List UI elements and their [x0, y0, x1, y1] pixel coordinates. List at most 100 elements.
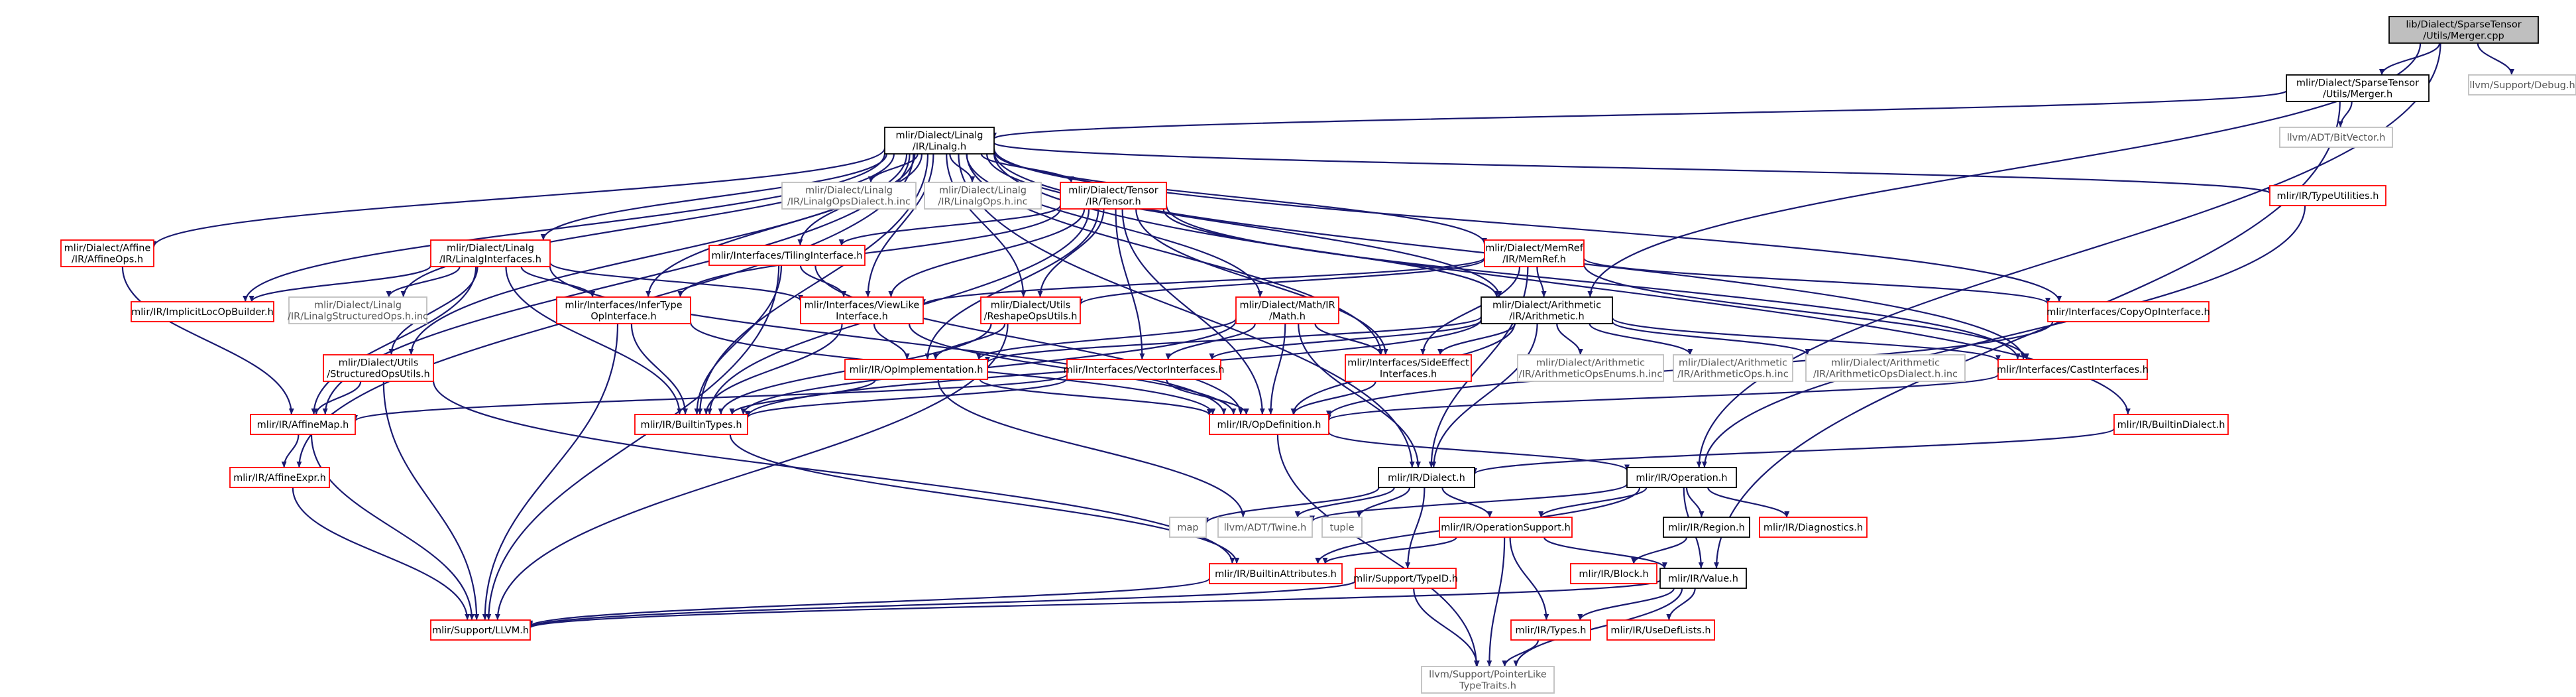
node-operation[interactable]: mlir/IR/Operation.h	[1626, 467, 1737, 488]
node-box	[131, 301, 274, 322]
node-copyop[interactable]: mlir/Interfaces/CopyOpInterface.h	[2046, 301, 2210, 322]
edge-viewlike-to-builtintypes	[703, 323, 843, 415]
node-label: /IR/LinalgOpsDialect.h.inc	[787, 197, 911, 208]
node-box	[1759, 517, 1868, 538]
edge-operation-to-region	[1685, 487, 1705, 518]
node-builtinattrs[interactable]: mlir/IR/BuiltinAttributes.h	[1209, 563, 1343, 584]
node-box	[288, 296, 427, 324]
edge-merger_h-to-linalg_h	[991, 90, 2288, 140]
edge-dialect-to-twine	[1294, 487, 1395, 518]
edge-tensor_h-to-opdef	[1121, 208, 1265, 415]
edge-arith-to-arith_dialect	[1611, 321, 1811, 355]
node-box	[2388, 16, 2539, 44]
edge-opimpl-to-twine	[937, 379, 1246, 518]
edge-structuredutils-to-builtinattrs	[432, 380, 1235, 564]
node-reshapeops[interactable]: mlir/Dialect/Utils/ReshapeOpsUtils.h	[980, 296, 1081, 324]
edge-arith-to-sideeffect	[1437, 323, 1516, 355]
node-label: mlir/Interfaces/SideEffect	[1347, 358, 1469, 369]
edge-linalg_h-to-linalgops_inc	[949, 153, 976, 183]
node-tiling[interactable]: mlir/Interfaces/TilingInterface.h	[708, 245, 866, 266]
node-label: mlir/Dialect/MemRef	[1485, 243, 1584, 254]
node-builtintypes[interactable]: mlir/IR/BuiltinTypes.h	[634, 414, 748, 435]
node-builtindialect[interactable]: mlir/IR/BuiltinDialect.h	[2113, 414, 2229, 435]
node-label: mlir/Interfaces/TilingInterface.h	[712, 251, 863, 261]
node-box	[1570, 563, 1657, 584]
node-linalg_h[interactable]: mlir/Dialect/Linalg/IR/Linalg.h	[884, 127, 995, 155]
node-opdef[interactable]: mlir/IR/OpDefinition.h	[1209, 414, 1329, 435]
edge-dialect-to-typeid	[1405, 487, 1426, 569]
edge-memref-to-viewlike	[921, 257, 1486, 306]
node-box	[800, 296, 924, 324]
node-math[interactable]: mlir/Dialect/Math/IR/Math.h	[1235, 296, 1339, 324]
edge-opsupport-to-types	[1509, 537, 1549, 621]
node-label: mlir/IR/ImplicitLocOpBuilder.h	[131, 307, 274, 318]
edge-builtintypes-to-builtinattrs	[729, 434, 1240, 564]
edge-typeid-to-ptrlike	[1413, 588, 1480, 667]
node-region[interactable]: mlir/IR/Region.h	[1663, 517, 1750, 538]
edge-math-to-vectorif	[1165, 323, 1256, 360]
node-label: map	[1177, 523, 1198, 533]
node-affineops[interactable]: mlir/Dialect/Affine/IR/AffineOps.h	[60, 239, 154, 267]
node-label: mlir/Interfaces/CopyOpInterface.h	[2046, 307, 2210, 318]
edge-linalg_h-to-copyop	[993, 148, 2062, 302]
node-implicitloc[interactable]: mlir/IR/ImplicitLocOpBuilder.h	[131, 301, 274, 322]
node-merger_h[interactable]: mlir/Dialect/SparseTensor/Utils/Merger.h	[2286, 74, 2430, 102]
node-block[interactable]: mlir/IR/Block.h	[1570, 563, 1657, 584]
edge-dialect-to-tuple	[1356, 487, 1411, 518]
edge-structuredutils-to-llvm_h	[382, 381, 480, 621]
node-linalginterfaces[interactable]: mlir/Dialect/Linalg/IR/LinalgInterfaces.…	[430, 239, 551, 267]
node-label: mlir/IR/OpImplementation.h	[850, 365, 983, 375]
node-label: OpInterface.h	[590, 312, 656, 322]
edge-root-to-operation	[1696, 42, 2441, 468]
node-box	[1066, 359, 1221, 380]
node-label: /Utils/Merger.h	[2323, 90, 2392, 100]
node-structuredutils[interactable]: mlir/Dialect/Utils/StructuredOpsUtils.h	[323, 354, 434, 382]
node-tensor_h[interactable]: mlir/Dialect/Tensor/IR/Tensor.h	[1060, 182, 1167, 210]
edge-linalg_h-to-dialect	[958, 153, 1415, 468]
node-box	[884, 127, 995, 155]
node-root[interactable]: lib/Dialect/SparseTensor/Utils/Merger.cp…	[2388, 16, 2539, 44]
node-box	[1209, 414, 1329, 435]
node-label: mlir/Dialect/Arithmetic	[1492, 300, 1601, 311]
node-box	[60, 239, 154, 267]
edge-tensor_h-to-castif	[1165, 205, 2021, 360]
edge-arith-to-castif	[1611, 317, 2001, 362]
edge-linalginterfaces-to-builtintypes	[505, 266, 683, 415]
edge-tensor_h-to-infertype	[677, 208, 1062, 298]
node-dialect[interactable]: mlir/IR/Dialect.h	[1378, 467, 1475, 488]
node-opsupport[interactable]: mlir/IR/OperationSupport.h	[1439, 517, 1573, 538]
node-affinemap[interactable]: mlir/IR/AffineMap.h	[250, 414, 356, 435]
node-vectorif[interactable]: mlir/Interfaces/VectorInterfaces.h	[1064, 359, 1225, 380]
node-value[interactable]: mlir/IR/Value.h	[1659, 568, 1747, 589]
node-label: mlir/IR/AffineMap.h	[257, 420, 349, 430]
edge-tensor_h-to-tiling	[838, 205, 1062, 246]
node-usedef[interactable]: mlir/IR/UseDefLists.h	[1606, 619, 1715, 641]
node-llvm_h[interactable]: mlir/Support/LLVM.h	[430, 619, 531, 641]
node-box	[1378, 467, 1475, 488]
node-arith[interactable]: mlir/Dialect/Arithmetic/IR/Arithmetic.h	[1481, 296, 1613, 324]
edge-memref-to-sideeffect	[1420, 266, 1521, 355]
edge-linalg_h-to-reshapeops	[946, 153, 1027, 298]
node-castif[interactable]: mlir/Interfaces/CastInterfaces.h	[1997, 359, 2149, 380]
node-typeid[interactable]: mlir/Support/TypeID.h	[1353, 568, 1458, 589]
node-box	[1484, 239, 1585, 267]
edge-affineexpr-to-llvm_h	[292, 487, 471, 621]
edge-linalginterfaces-to-affinemap	[311, 266, 477, 415]
node-label: /IR/MemRef.h	[1502, 255, 1566, 265]
edge-opimpl-to-builtintypes	[729, 379, 877, 415]
node-memref[interactable]: mlir/Dialect/MemRef/IR/MemRef.h	[1484, 239, 1585, 267]
edge-arith-to-arith_enums	[1556, 323, 1583, 355]
edge-operation-to-twine	[1310, 483, 1628, 523]
node-box	[1659, 568, 1747, 589]
node-diagnostics[interactable]: mlir/IR/Diagnostics.h	[1759, 517, 1868, 538]
edge-tensor_h-to-sideeffect	[1135, 208, 1388, 355]
node-opimpl[interactable]: mlir/IR/OpImplementation.h	[844, 359, 988, 380]
node-affineexpr[interactable]: mlir/IR/AffineExpr.h	[229, 467, 330, 488]
node-typeutils[interactable]: mlir/IR/TypeUtilities.h	[2269, 185, 2386, 206]
node-box	[1805, 354, 1966, 382]
node-types[interactable]: mlir/IR/Types.h	[1510, 619, 1591, 641]
